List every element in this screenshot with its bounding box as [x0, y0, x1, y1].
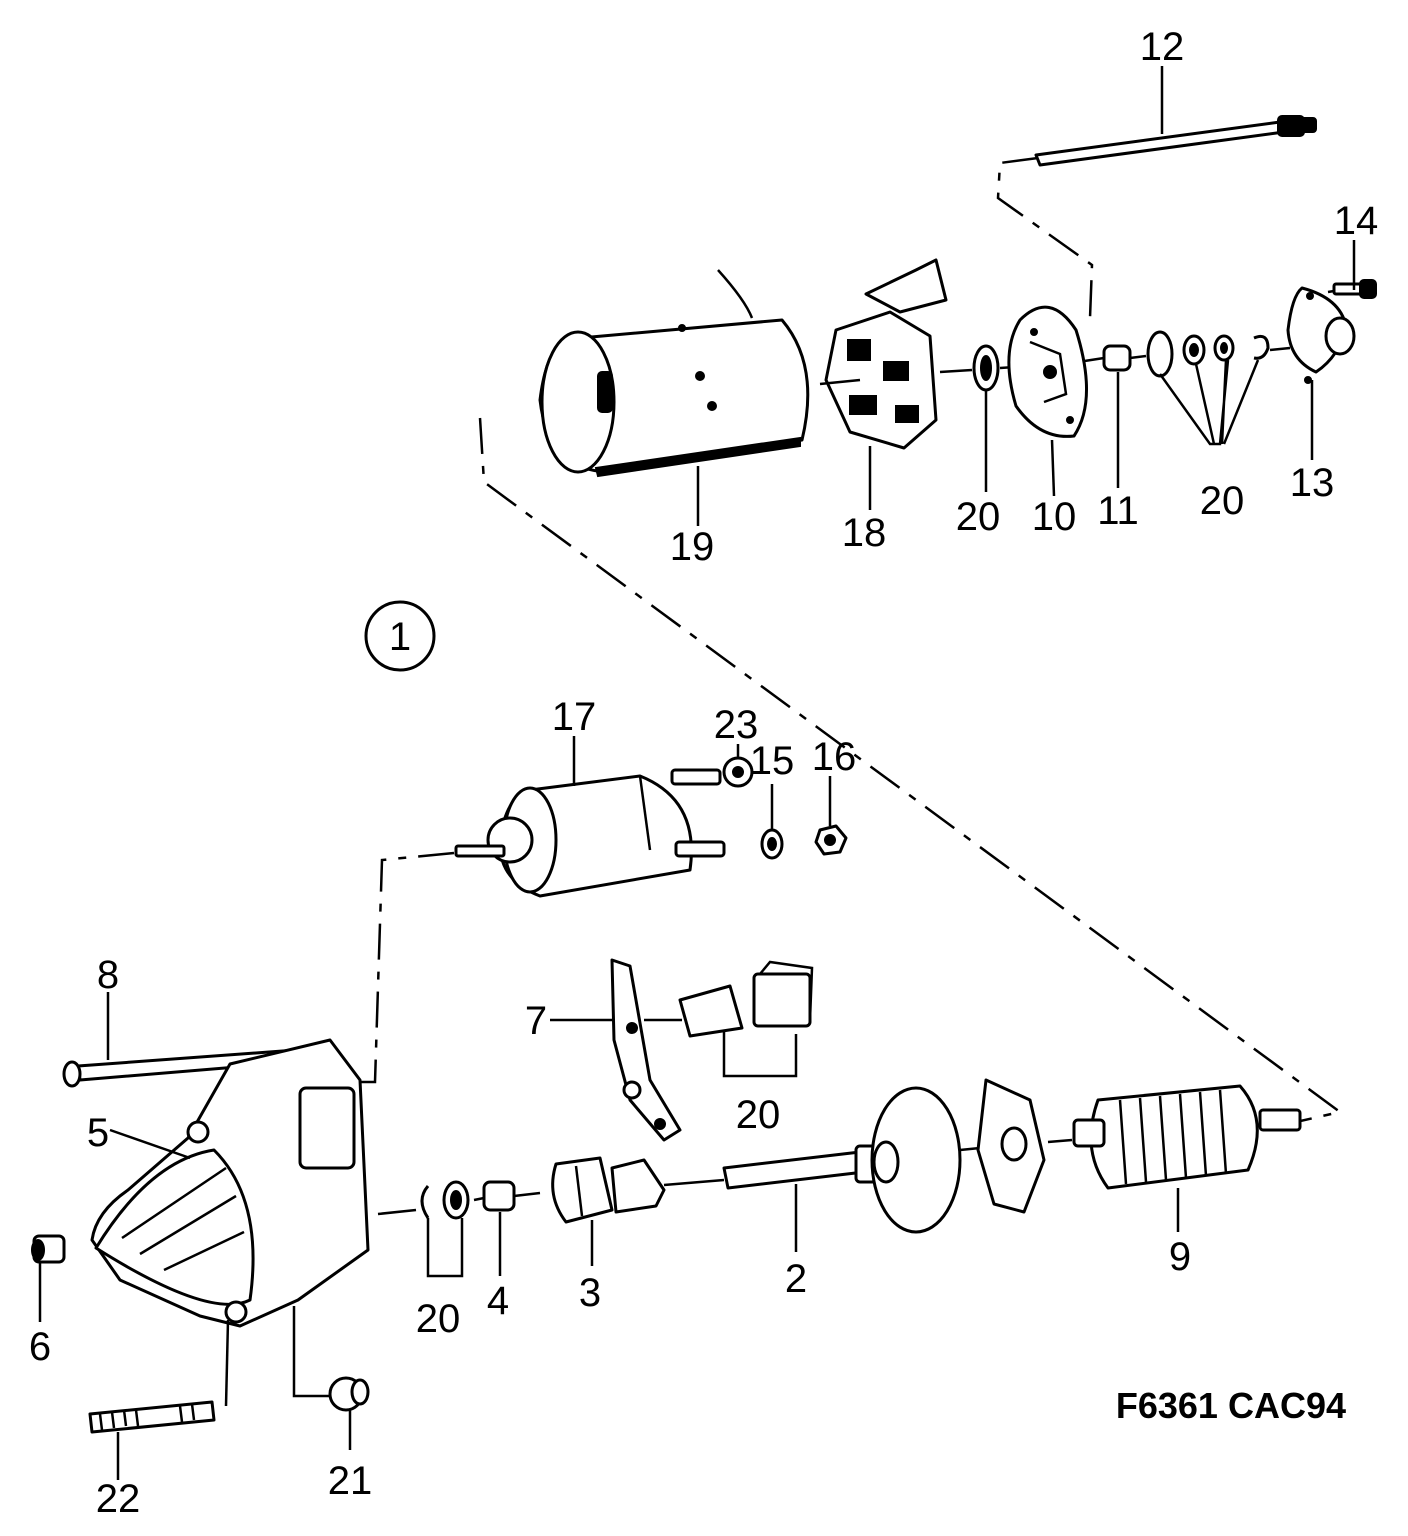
drive-housing-5: [90, 1038, 370, 1328]
callout-20-mid: 20: [736, 1093, 781, 1137]
callout-18: 18: [842, 511, 887, 555]
shift-lever-7: [610, 958, 682, 1142]
yoke-housing-19: [538, 269, 810, 478]
assembly-number: 1: [389, 615, 411, 659]
shaft-2: [722, 1144, 898, 1190]
callout-20-top: 20: [956, 495, 1001, 539]
collar-4: [482, 1180, 516, 1212]
bushing-11: [1102, 344, 1132, 372]
callout-13: 13: [1290, 461, 1335, 505]
solenoid-17: [454, 768, 726, 898]
stud-22: [88, 1400, 216, 1434]
callout-17: 17: [552, 695, 597, 739]
reference-code: F6361 CAC94: [1116, 1385, 1346, 1426]
brush-holder-18: [819, 258, 948, 450]
bushing-6: [31, 1234, 66, 1264]
callout-21: 21: [328, 1459, 373, 1503]
callout-20-lower: 20: [416, 1297, 461, 1341]
callout-6: 6: [29, 1325, 51, 1369]
callout-9: 9: [1169, 1235, 1191, 1279]
assembly-number-badge: 1: [364, 600, 436, 672]
leader-lines: [38, 66, 1356, 1480]
callout-14: 14: [1334, 199, 1379, 243]
pinion-drive-3: [551, 1156, 666, 1224]
assembly-lines: [358, 156, 1343, 1216]
callout-15: 15: [750, 739, 795, 783]
callout-23: 23: [714, 703, 759, 747]
callout-5: 5: [87, 1111, 109, 1155]
callout-2: 2: [785, 1257, 807, 1301]
plunger-block-20: [678, 960, 814, 1038]
callout-10: 10: [1032, 495, 1077, 539]
callout-16: 16: [812, 735, 857, 779]
cap-plate-13: [1286, 286, 1356, 384]
screw-14: [1332, 279, 1377, 299]
callout-22: 22: [96, 1477, 141, 1521]
washers-20-group: [1146, 330, 1270, 378]
callout-20-right: 20: [1200, 479, 1245, 523]
callout-7: 7: [525, 999, 547, 1043]
callout-11: 11: [1097, 489, 1139, 533]
callout-12: 12: [1140, 25, 1185, 69]
callout-19: 19: [670, 525, 715, 569]
callout-4: 4: [487, 1279, 509, 1323]
through-bolt-12: [1034, 115, 1317, 167]
rings-20-lower: [420, 1180, 470, 1220]
end-plate-10: [1007, 305, 1088, 438]
intermediate-bearing: [870, 1078, 1046, 1234]
callout-8: 8: [97, 953, 119, 997]
armature-9: [1072, 1084, 1302, 1190]
callout-labels: 12 14 13 20 10 11 20 18 19 17 23 15 16 8…: [29, 25, 1378, 1521]
nut-21: [328, 1376, 370, 1412]
callout-3: 3: [579, 1271, 601, 1315]
